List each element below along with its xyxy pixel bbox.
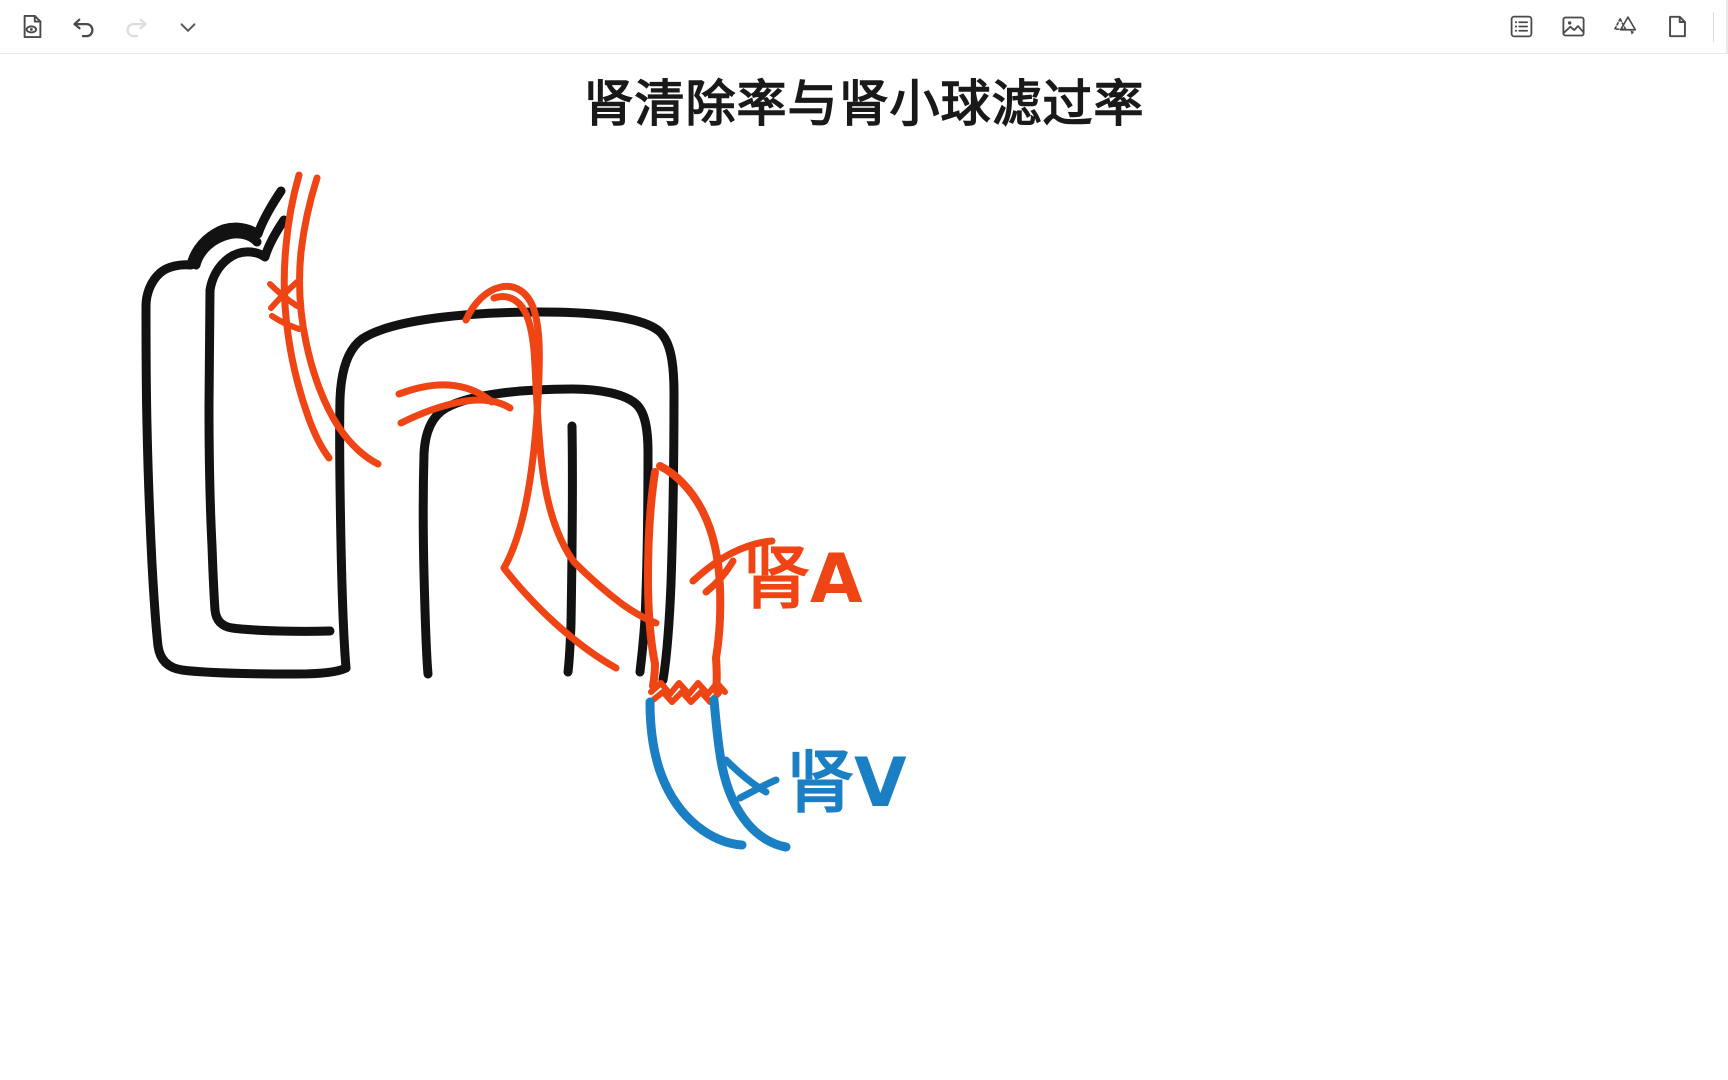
shape-icon[interactable]	[1599, 3, 1651, 51]
toolbar-right-group	[1495, 0, 1728, 54]
toolbar-right-edge	[1726, 0, 1728, 54]
label-renal-vein: 肾V	[786, 744, 907, 823]
image-icon[interactable]	[1547, 3, 1599, 51]
label-renal-artery: 肾A	[742, 540, 863, 619]
nephron-drawing[interactable]: 肾A 肾V	[0, 54, 1728, 1080]
toolbar-left-group	[0, 0, 214, 54]
nephron-black-outline	[141, 186, 679, 685]
renal-vein-vessels	[645, 695, 791, 852]
drawing-canvas[interactable]: 肾清除率与肾小球滤过率	[0, 54, 1728, 1080]
chevron-down-icon[interactable]	[162, 3, 214, 51]
undo-icon[interactable]	[58, 3, 110, 51]
outline-list-icon[interactable]	[1495, 3, 1547, 51]
page-preview-icon[interactable]	[6, 3, 58, 51]
toolbar-divider	[1713, 11, 1714, 42]
top-toolbar	[0, 0, 1728, 54]
renal-artery-vessels	[267, 171, 776, 705]
redo-icon[interactable]	[110, 3, 162, 51]
page-icon[interactable]	[1651, 3, 1703, 51]
page-title: 肾清除率与肾小球滤过率	[583, 75, 1145, 133]
annotation-labels: 肾A 肾V	[742, 540, 907, 823]
